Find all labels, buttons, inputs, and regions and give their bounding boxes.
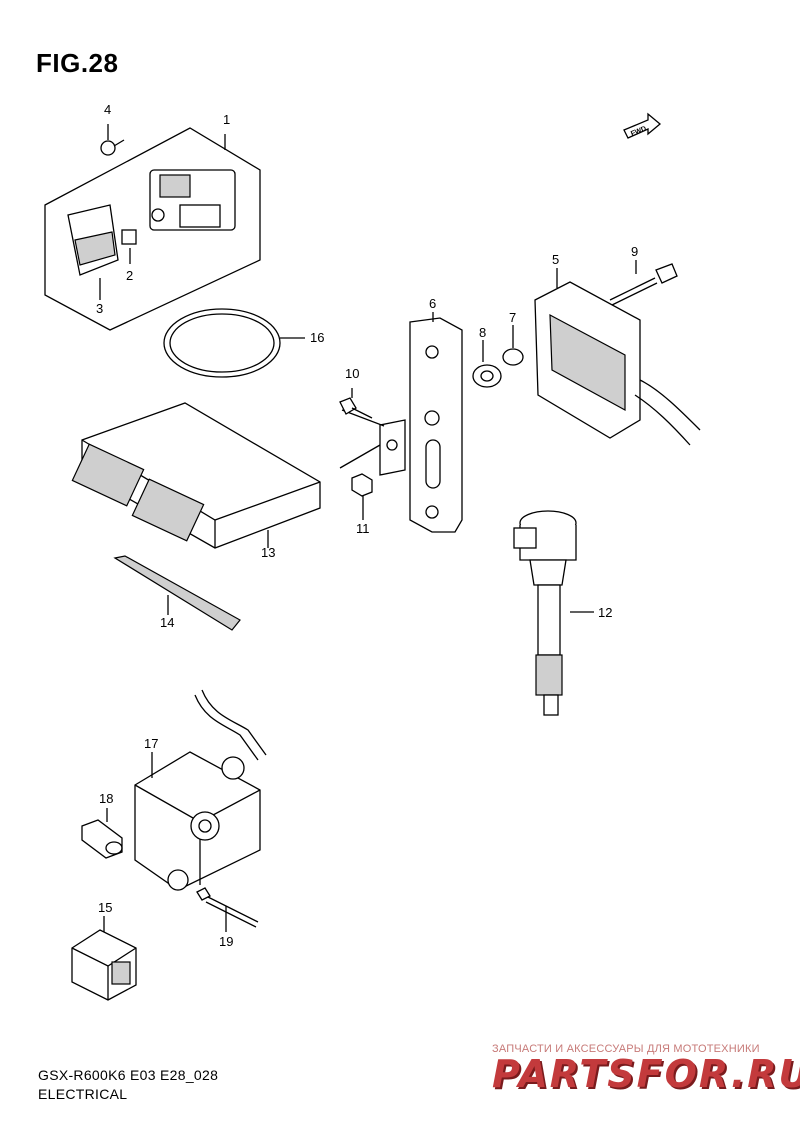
- callout-17: 17: [144, 736, 158, 751]
- callout-11: 11: [356, 521, 370, 536]
- callout-2: 2: [126, 268, 133, 283]
- callout-16: 16: [310, 330, 324, 345]
- relay-assembly-group: [44, 124, 261, 331]
- callout-3: 3: [96, 301, 103, 316]
- callout-5: 5: [552, 252, 559, 267]
- bracket-group: [339, 312, 524, 533]
- callout-12: 12: [598, 605, 612, 620]
- ring-band-part: [163, 308, 305, 378]
- ignition-coil-part: [513, 510, 594, 716]
- callout-1: 1: [223, 112, 230, 127]
- callout-19: 19: [219, 934, 233, 949]
- callout-14: 14: [160, 615, 174, 630]
- callout-10: 10: [345, 366, 359, 381]
- callout-13: 13: [261, 545, 275, 560]
- forward-direction-icon: FWD: [623, 112, 662, 139]
- sensor-unit-group: [81, 689, 267, 932]
- watermark-tagline: ЗАПЧАСТИ И АКСЕССУАРЫ ДЛЯ МОТОТЕХНИКИ: [492, 1043, 760, 1055]
- callout-15: 15: [98, 900, 112, 915]
- regulator-group: [534, 260, 701, 446]
- callout-18: 18: [99, 791, 113, 806]
- section-name: ELECTRICAL: [38, 1086, 128, 1102]
- strip-part: [113, 555, 241, 631]
- callout-6: 6: [429, 296, 436, 311]
- callout-labels: 1 2 3 4 5 6 7 8 9 10 11 12 13 14 15 16 1…: [96, 102, 638, 949]
- ecm-unit-part: [71, 402, 321, 549]
- figure-title: FIG.28: [36, 48, 119, 78]
- watermark-logo: PARTSFOR.RU: [492, 1052, 800, 1096]
- model-code: GSX-R600K6 E03 E28_028: [38, 1067, 219, 1083]
- connector-part: [71, 916, 137, 1001]
- callout-4: 4: [104, 102, 111, 117]
- callout-7: 7: [509, 310, 516, 325]
- callout-8: 8: [479, 325, 486, 340]
- callout-9: 9: [631, 244, 638, 259]
